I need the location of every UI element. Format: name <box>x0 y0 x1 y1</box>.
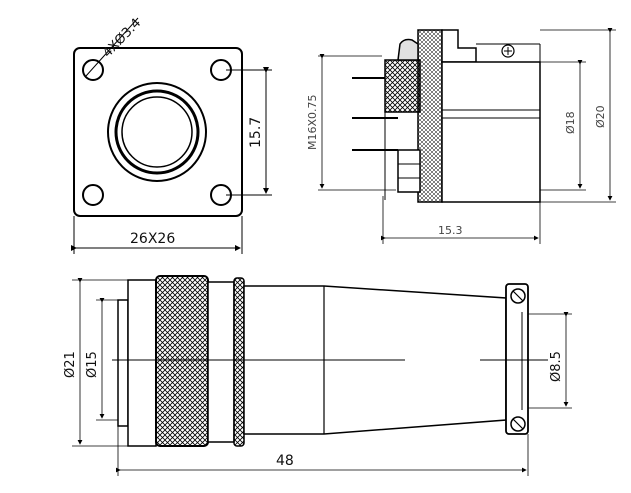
flange-section <box>417 29 443 203</box>
body-outline <box>441 61 541 203</box>
mounting-hole-tl <box>82 59 104 81</box>
knurled-nut <box>155 275 209 447</box>
hole-spacing-label: 15.7 <box>248 117 264 148</box>
socket-bore <box>121 96 193 168</box>
thread-label: M16X0.75 <box>306 94 319 150</box>
side-view: M16X0.75 15.3 Ø18 Ø20 <box>306 28 616 244</box>
knurled-ring <box>233 277 245 447</box>
hole-callout-label: 4XØ3.4 <box>100 16 144 61</box>
overall-length-label: 48 <box>276 453 294 469</box>
flange-outline <box>73 47 243 217</box>
lower-nut <box>397 149 421 193</box>
mounting-hole-bl <box>82 184 104 206</box>
socket-outer-ring <box>107 82 207 182</box>
flange-size-label: 26X26 <box>130 231 175 247</box>
latch <box>397 38 419 61</box>
front-view: 4XØ3.4 15.7 26X26 <box>71 16 272 254</box>
diameter-8-5-label: Ø8.5 <box>549 351 564 382</box>
socket-inner-ring <box>114 89 200 175</box>
diameter-15-label: Ø15 <box>85 351 100 378</box>
profile-view: Ø21 Ø15 Ø8.5 48 <box>63 275 572 476</box>
diameter-20-label: Ø20 <box>594 105 607 128</box>
cable-clamp <box>505 283 529 435</box>
diameter-18-label: Ø18 <box>564 111 577 134</box>
rear-plug <box>117 299 129 427</box>
nut-section <box>384 59 421 113</box>
pin-length-label: 15.3 <box>438 224 463 237</box>
diameter-21-label: Ø21 <box>63 351 78 378</box>
